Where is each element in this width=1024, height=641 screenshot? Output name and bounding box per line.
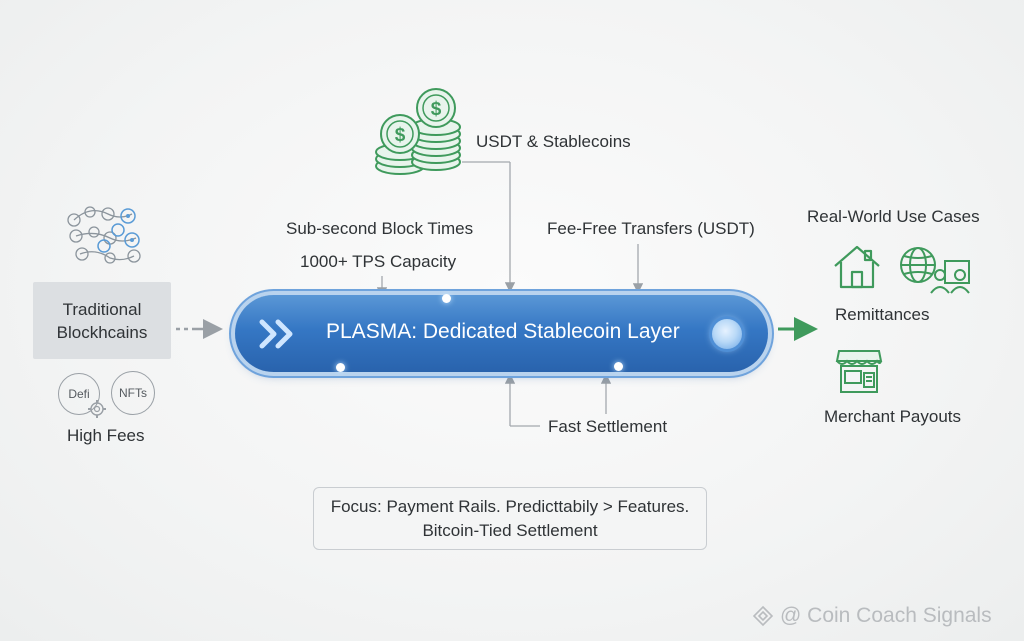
double-chevron-icon	[259, 319, 293, 349]
spark-icon	[336, 363, 345, 372]
focus-line1: Focus: Payment Rails. Predicttabily > Fe…	[330, 496, 690, 516]
fast-settlement-connector	[504, 373, 612, 427]
blockchain-network-icon	[67, 206, 141, 264]
plasma-layer-bar	[235, 295, 768, 372]
use-cases-heading: Real-World Use Cases	[807, 207, 980, 226]
watermark: @ Coin Coach Signals	[752, 604, 992, 628]
house-icon	[834, 245, 880, 289]
spark-icon	[614, 362, 623, 371]
block-times-label: Sub-second Block Times	[286, 219, 474, 238]
watermark-text: @ Coin Coach Signals	[780, 604, 992, 627]
defi-label: Defi	[68, 387, 90, 401]
spark-icon	[442, 294, 451, 303]
gear-icon	[88, 400, 106, 418]
plasma-title: PLASMA: Dedicated Stablecoin Layer	[326, 320, 680, 343]
stablecoins-label: USDT & Stablecoins	[476, 132, 631, 151]
focus-note-box: Focus: Payment Rails. Predicttabily > Fe…	[313, 487, 707, 550]
tps-label: 1000+ TPS Capacity	[300, 252, 457, 271]
legacy-label-line2: Blockhcains	[56, 322, 148, 342]
diamond-logo-icon	[752, 605, 774, 627]
coin-symbol-back: $	[431, 99, 442, 120]
fee-free-label: Fee-Free Transfers (USDT)	[547, 219, 755, 238]
focus-line2: Bitcoin-Tied Settlement	[422, 520, 598, 540]
stablecoins-connector	[462, 161, 516, 293]
defi-badge: Defi	[58, 373, 100, 415]
merchant-payouts-label: Merchant Payouts	[824, 407, 962, 426]
traditional-blockchains-box: Traditional Blockhcains	[33, 282, 171, 359]
globe-people-icon	[900, 247, 970, 294]
high-fees-label: High Fees	[67, 426, 145, 445]
coin-symbol-front: $	[395, 125, 406, 146]
storefront-icon	[835, 350, 883, 393]
plasma-node-icon	[712, 319, 742, 349]
remittances-label: Remittances	[835, 305, 930, 324]
nfts-badge: NFTs	[111, 371, 155, 415]
fast-settlement-label: Fast Settlement	[548, 417, 668, 436]
coin-stack-icon: $ $	[375, 88, 461, 175]
legacy-label-line1: Traditional	[62, 299, 142, 319]
nfts-label: NFTs	[119, 386, 147, 400]
